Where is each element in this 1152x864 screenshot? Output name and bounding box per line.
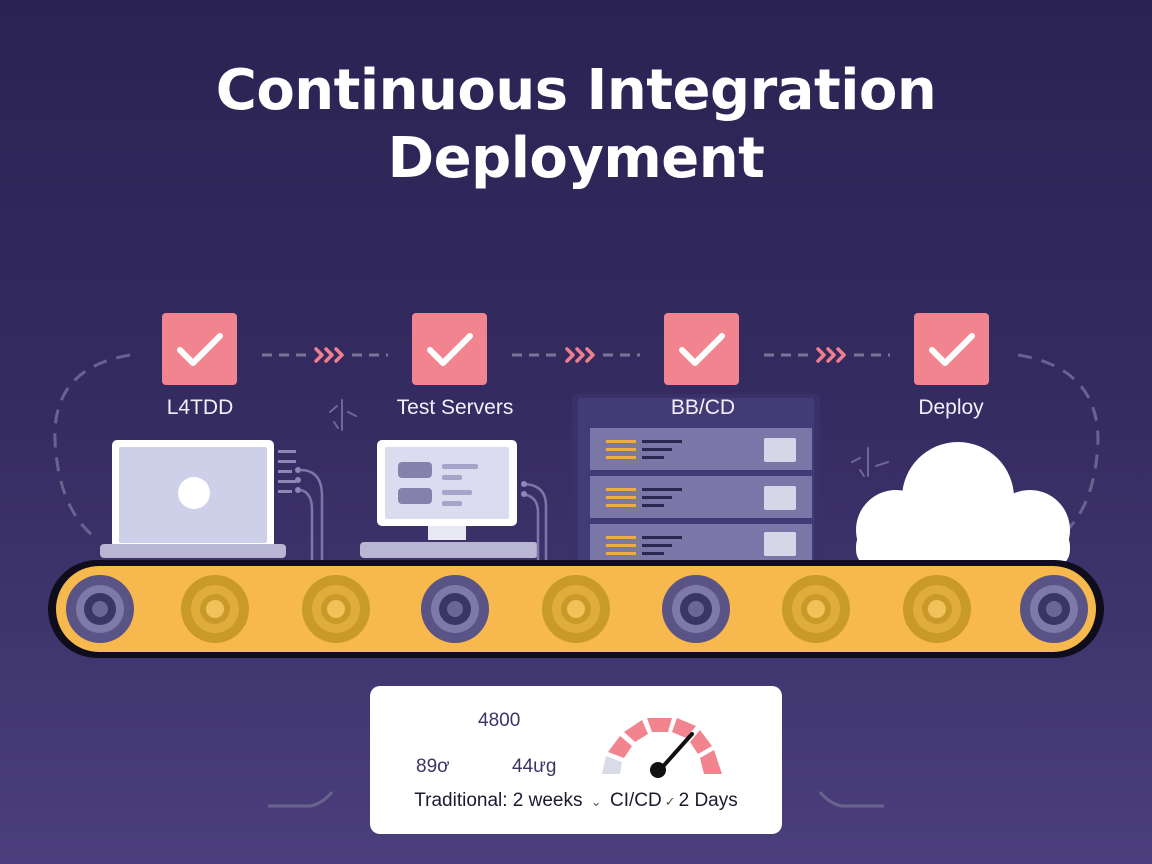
stat-left: 89ơ — [416, 756, 450, 777]
sparkle-icon — [329, 399, 357, 431]
checkmark-icon — [427, 333, 473, 366]
arrow-icon — [816, 347, 846, 363]
dash-mark — [818, 791, 884, 808]
checkmark-icon — [177, 333, 223, 366]
right-dashed-arc — [1017, 353, 1100, 537]
dash-mark — [268, 791, 334, 808]
roller — [662, 575, 730, 643]
checkmark-icon — [929, 333, 975, 366]
traditional-duration: Traditional: 2 weeks — [414, 790, 583, 811]
check-tile-1 — [162, 313, 237, 385]
cicd-label: CI/CD — [609, 790, 662, 811]
check-tile-4 — [914, 313, 989, 385]
laptop-icon — [100, 440, 286, 558]
step-label-l4tdd: L4TDD — [166, 396, 234, 419]
check-icon: ✓ — [664, 794, 676, 809]
monitor-icon — [360, 440, 538, 558]
roller — [1020, 575, 1088, 643]
connector-1 — [262, 347, 388, 363]
comparison-caption: Traditional: 2 weeks ⌄ CI/CD✓2 Days — [370, 790, 782, 812]
sparkle-icon — [851, 447, 889, 477]
check-tile-3 — [664, 313, 739, 385]
check-tile-2 — [412, 313, 487, 385]
cable — [299, 468, 324, 560]
page-title-line-2: Deployment — [387, 126, 765, 191]
step-label-bb-cd: BB/CD — [670, 396, 736, 419]
cicd-duration: 2 Days — [678, 790, 738, 811]
roller — [421, 575, 489, 643]
cable — [521, 481, 548, 560]
roller — [782, 575, 850, 643]
left-dashed-arc — [53, 353, 131, 537]
server-rack-icon — [572, 394, 820, 566]
roller — [302, 575, 370, 643]
stat-mid: 44ưg — [512, 756, 557, 777]
checkmark-icon — [679, 333, 725, 366]
roller — [903, 575, 971, 643]
arrow-icon — [314, 347, 344, 363]
roller — [542, 575, 610, 643]
stat-top: 4800 — [478, 710, 521, 731]
speed-gauge-icon — [602, 718, 722, 778]
cloud-icon — [856, 442, 1070, 570]
roller — [66, 575, 134, 643]
step-label-test-servers: Test Servers — [396, 396, 514, 419]
port-dots — [278, 450, 301, 493]
arrow-icon — [565, 347, 595, 363]
page-title-line-1: Continuous Integration — [215, 58, 937, 123]
roller — [181, 575, 249, 643]
step-label-deploy: Deploy — [918, 396, 984, 419]
comparison-card: 4800 89ơ 44ưg Traditional: 2 weeks ⌄ CI/… — [370, 686, 782, 834]
conveyor-rollers — [66, 575, 1088, 643]
connector-2 — [512, 347, 640, 363]
separator-chevron: ⌄ — [590, 794, 602, 809]
connector-3 — [764, 347, 890, 363]
